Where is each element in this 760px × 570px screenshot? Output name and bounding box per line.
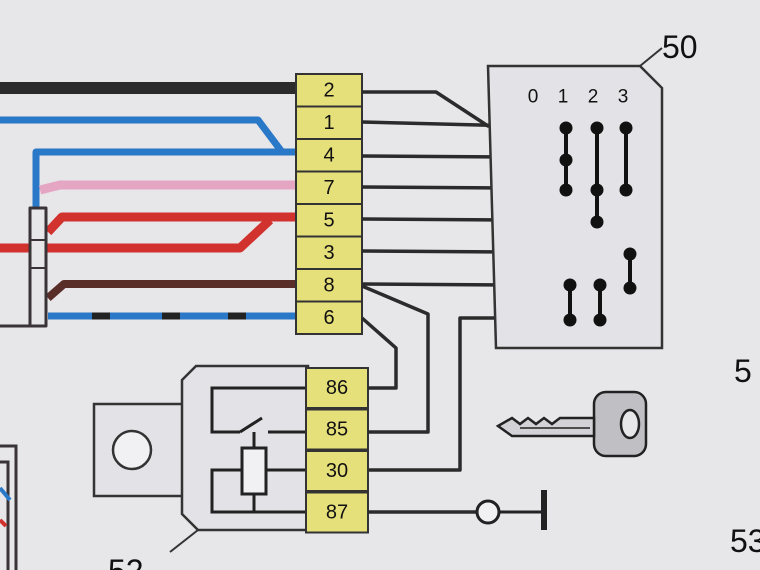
incoming-wires (0, 82, 296, 328)
relay-pin-cell (305, 408, 369, 451)
switch-contacts (559, 121, 637, 327)
connector-pin-cell (295, 203, 363, 238)
ignition-switch-50: 50 0 1 2 3 (486, 29, 698, 350)
relay-wires (360, 284, 476, 514)
wire-red-pin3 (0, 216, 274, 253)
switch-position-1: 1 (558, 87, 569, 108)
side-label-5: 5 (734, 353, 752, 389)
connector-pin-label: 7 (323, 177, 334, 199)
side-label-53: 53 (730, 523, 760, 559)
wire-pink-pin7 (38, 180, 296, 195)
connector-pin-label: 8 (323, 274, 334, 296)
relay-pin-cell (305, 491, 369, 534)
connector-pin-cell (295, 138, 363, 173)
relay-52: 52 86 85 30 87 (92, 364, 369, 570)
connector-pin-label: 4 (323, 144, 334, 166)
connector-pin-label: 2 (323, 79, 334, 101)
callout-leader-50 (639, 47, 663, 67)
switch-body (486, 64, 664, 350)
wire-8-to-switch (361, 284, 430, 434)
relay-pin-label: 30 (326, 460, 348, 482)
connector-pin-label: 6 (323, 307, 334, 329)
ignition-key-icon (495, 390, 648, 458)
callout-leader-52 (169, 529, 199, 553)
relay-mount-hole (111, 429, 153, 471)
switch-label: 50 (662, 29, 698, 65)
connector-block: 2 1 4 7 5 3 8 6 (295, 73, 363, 335)
wire-brown-pin8 (45, 280, 296, 302)
relay-pin-cell (305, 367, 369, 409)
relay-pin-label: 86 (326, 377, 348, 399)
switch-position-0: 0 (528, 87, 539, 108)
partial-connector-bottom-left (0, 444, 18, 570)
relay-pin-label: 87 (326, 502, 348, 524)
wire-red-pin5 (44, 212, 296, 236)
relay-label: 52 (108, 553, 144, 570)
connector-pin-label: 1 (323, 112, 334, 134)
relay-coil-icon (240, 446, 268, 496)
relay-pin-label: 85 (326, 419, 348, 441)
wire-6-to-86 (360, 316, 398, 390)
connector-pin-label: 5 (323, 209, 334, 231)
relay-terminal-block: 86 85 30 87 (305, 367, 369, 534)
wire-blue-pin1 (0, 116, 296, 156)
wire-blue-pin4 (32, 148, 296, 210)
connector-pin-cell (295, 300, 363, 335)
relay-pin-cell (305, 450, 369, 492)
switch-position-3: 3 (618, 87, 629, 108)
wire-switch-to-relay30 (368, 316, 518, 472)
switch-position-2: 2 (588, 87, 599, 108)
ground-terminal-icon (475, 490, 547, 530)
connector-pin-label: 3 (323, 242, 334, 264)
connector-pin-cell (295, 268, 363, 303)
